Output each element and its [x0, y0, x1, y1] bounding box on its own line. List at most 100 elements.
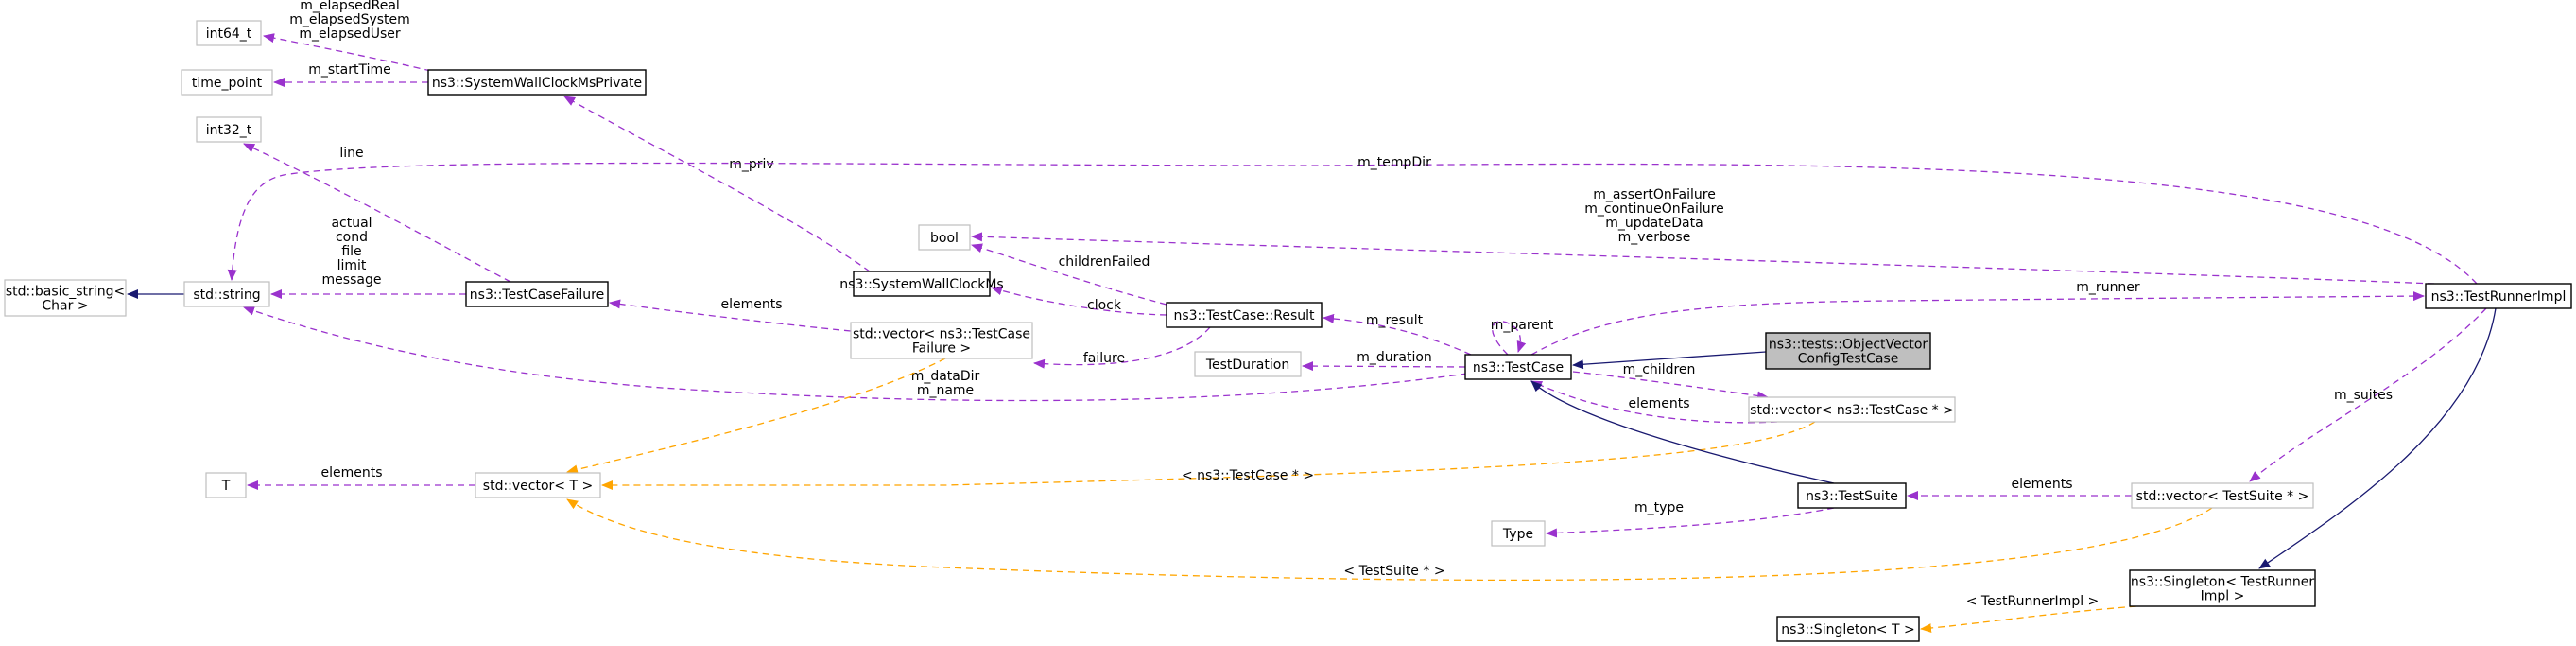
edge-line	[601, 421, 1816, 490]
node-box[interactable]	[1776, 616, 1920, 642]
node-label: std::vector< ns3::TestCase	[853, 327, 1030, 342]
edge-line	[227, 162, 2478, 285]
edge-label: elements	[320, 465, 382, 480]
edge-vects-vecT: < TestSuite * >	[566, 498, 2213, 582]
node-result[interactable]: ns3::TestCase::Result	[1166, 302, 1323, 328]
node-box	[850, 322, 1033, 359]
edge-line	[2249, 307, 2487, 482]
edge-ovctc-testcase	[1572, 351, 1767, 370]
node-box[interactable]	[465, 281, 609, 307]
node-box[interactable]	[2425, 283, 2572, 309]
node-vec-failure: std::vector< ns3::TestCaseFailure >	[850, 322, 1033, 359]
node-label: std::vector< TestSuite * >	[2136, 489, 2309, 504]
node-label: ns3::TestCase::Result	[1173, 308, 1315, 323]
node-label: Type	[1502, 527, 1533, 542]
node-vec-ts: std::vector< TestSuite * >	[2131, 482, 2314, 509]
edge-testcase-duration: m_duration	[1302, 350, 1466, 372]
edge-label: m_updateData	[1605, 216, 1703, 231]
node-box[interactable]	[853, 271, 991, 297]
edge-testcase-result: m_result	[1323, 313, 1472, 356]
edge-line	[243, 306, 1468, 402]
edge-line	[1530, 380, 1778, 424]
edge-label: elements	[1628, 396, 1689, 411]
edge-line	[1530, 380, 1835, 484]
edge-label: m_continueOnFailure	[1584, 201, 1723, 217]
node-vector-T: std::vector< T >	[475, 472, 601, 498]
node-label: std::vector< ns3::TestCase * >	[1750, 403, 1954, 418]
edge-label: m_startTime	[308, 62, 391, 78]
edge-tcfailure-int32: line	[243, 143, 511, 283]
edge-result-vecfail: failure	[1033, 326, 1211, 369]
edge-testsuite-testcase	[1530, 380, 1835, 484]
node-box[interactable]	[1797, 482, 1907, 509]
edge-line	[971, 243, 1167, 306]
edge-testcase-vectc: m_children	[1572, 362, 1769, 401]
node-basic-string: std::basic_string<Char >	[4, 279, 127, 317]
node-label: TestDuration	[1205, 358, 1289, 373]
node-label: T	[221, 479, 231, 494]
edge-label: actual	[331, 216, 372, 231]
edge-swcm-swcmp: m_priv	[563, 96, 871, 272]
edge-label: m_assertOnFailure	[1593, 187, 1716, 202]
edge-swcmp-timepoint: m_startTime	[273, 62, 428, 87]
node-T: T	[205, 472, 247, 498]
edge-line	[566, 498, 2213, 582]
edge-result-swcm: clock	[991, 286, 1167, 316]
edge-label: m_elapsedSystem	[289, 12, 410, 27]
node-box[interactable]	[1464, 354, 1572, 380]
node-box[interactable]	[427, 69, 647, 96]
edge-label: < ns3::TestCase * >	[1182, 468, 1314, 483]
edge-label: failure	[1083, 351, 1125, 366]
node-swcmp[interactable]: ns3::SystemWallClockMsPrivate	[427, 69, 647, 96]
node-singleton-tr[interactable]: ns3::Singleton< TestRunnerImpl >	[2129, 569, 2316, 607]
node-testsuite[interactable]: ns3::TestSuite	[1797, 482, 1907, 509]
node-label: ConfigTestCase	[1798, 352, 1899, 367]
edge-runner-string: m_tempDir	[227, 155, 2478, 285]
node-type: Type	[1491, 520, 1546, 547]
node-box	[196, 116, 262, 143]
edge-label: m_name	[917, 383, 974, 398]
node-singleton-T[interactable]: ns3::Singleton< T >	[1776, 616, 1920, 642]
node-box	[1491, 520, 1546, 547]
node-label: int32_t	[206, 123, 252, 138]
node-bool: bool	[918, 224, 971, 251]
edge-vectc-testcase: elements	[1530, 380, 1778, 424]
edge-line	[1323, 313, 1472, 356]
edge-result-bool: childrenFailed	[971, 243, 1167, 306]
edge-line	[1302, 361, 1466, 372]
edge-label: m_dataDir	[911, 369, 980, 384]
node-label: ns3::tests::ObjectVector	[1769, 338, 1928, 353]
node-box	[4, 279, 127, 317]
edge-testsuite-type: m_type	[1546, 500, 1835, 538]
node-label: std::basic_string<	[6, 285, 125, 300]
node-label: ns3::TestSuite	[1806, 489, 1898, 504]
edge-label: m_result	[1366, 313, 1424, 328]
node-box[interactable]	[2129, 569, 2316, 607]
node-testcase[interactable]: ns3::TestCase	[1464, 354, 1572, 380]
node-label: Failure >	[912, 341, 971, 357]
edge-vectc-vecT: < ns3::TestCase * >	[601, 421, 1816, 490]
node-label: time_point	[192, 76, 263, 91]
node-box	[475, 472, 601, 498]
node-tcfailure[interactable]: ns3::TestCaseFailure	[465, 281, 609, 307]
node-swcm[interactable]: ns3::SystemWallClockMs	[839, 271, 1004, 297]
node-box[interactable]	[1166, 302, 1323, 328]
edge-label: < TestRunnerImpl >	[1966, 594, 2100, 609]
node-box	[1194, 351, 1302, 377]
edge-runner-vects: m_suites	[2249, 307, 2487, 482]
node-label: Impl >	[2201, 589, 2245, 604]
node-duration: TestDuration	[1194, 351, 1302, 377]
node-runnerimpl[interactable]: ns3::TestRunnerImpl	[2425, 283, 2572, 309]
edge-runner-singleton	[2258, 307, 2497, 569]
edge-label: m_parent	[1491, 318, 1554, 333]
node-int64-t: int64_t	[196, 20, 262, 46]
node-box	[2131, 482, 2314, 509]
node-box[interactable]	[1765, 332, 1931, 370]
edge-swcmp-int64: m_elapsedRealm_elapsedSystemm_elapsedUse…	[263, 0, 432, 72]
edge-label: elements	[720, 297, 782, 312]
edge-line	[1572, 371, 1769, 401]
edge-vecfail-tcfailure: elements	[609, 297, 852, 332]
